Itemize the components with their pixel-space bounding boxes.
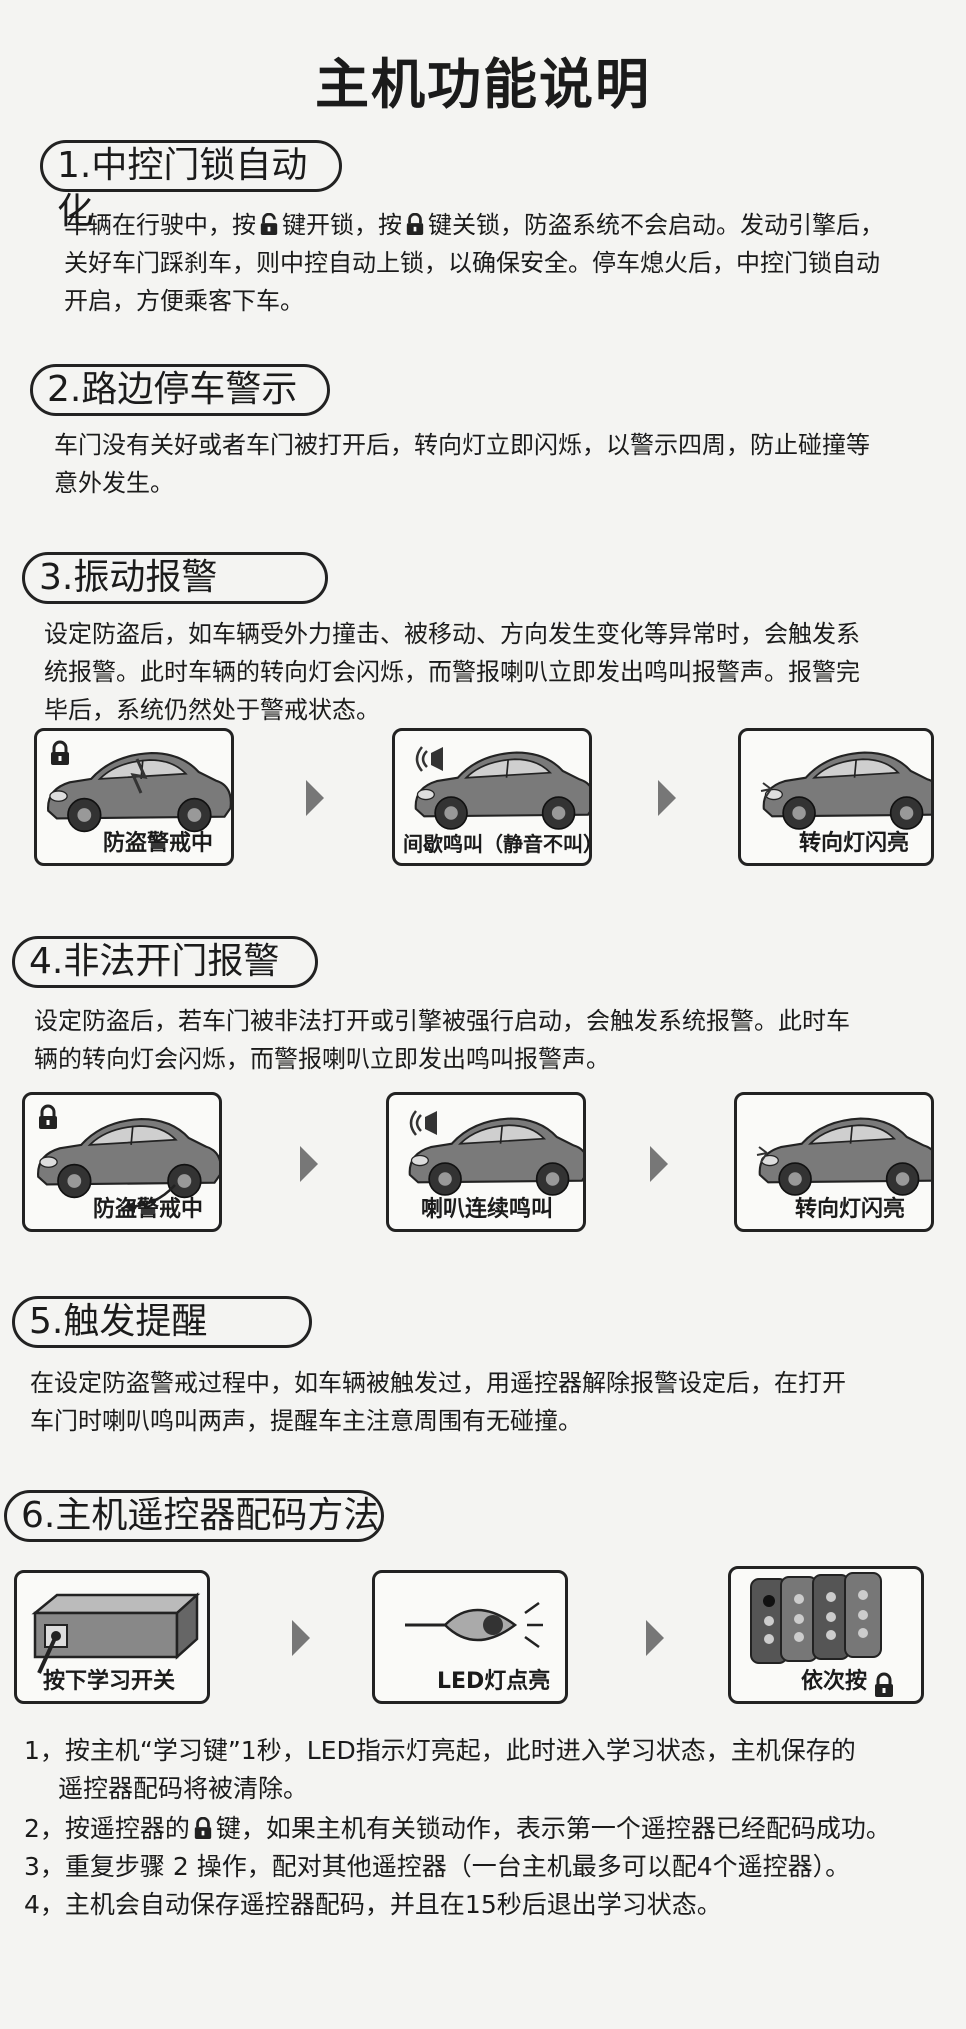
arrow-right-icon [306,780,324,816]
arrow-right-icon [658,780,676,816]
arrow-right-icon [646,1620,664,1656]
horn-icon [415,745,445,773]
lock-icon [49,740,71,767]
panel-horn-continuous: 喇叭连续鸣叫 [386,1092,586,1232]
section-5-heading: 5.触发提醒 [12,1296,312,1348]
step-3: 3，重复步骤 2 操作，配对其他遥控器（一台主机最多可以配4个遥控器）。 [24,1852,851,1881]
arrow-right-icon [300,1146,318,1182]
panel-armed: 防盗警戒中 [34,728,234,866]
section-6-heading: 6.主机遥控器配码方法 [4,1490,384,1542]
panel-caption: 喇叭连续鸣叫 [421,1197,554,1222]
panel-caption: 转向灯闪亮 [795,1197,906,1222]
panel-turn-signal: 转向灯闪亮 [738,728,934,866]
unlock-icon [259,213,279,237]
step-1: 1，按主机“学习键”1秒，LED指示灯亮起，此时进入学习状态，主机保存的遥控器配… [24,1736,856,1803]
panel-caption: 按下学习开关 [43,1669,176,1694]
host-unit-icon [31,1592,201,1674]
panel-intermittent-horn: 间歇鸣叫（静音不叫） [392,728,592,866]
panel-caption: 转向灯闪亮 [799,831,910,856]
panel-caption: 防盗警戒中 [93,1197,204,1222]
section-3-heading: 3.振动报警 [22,552,328,604]
section-1-text: 车辆在行驶中，按键开锁，按键关锁，防盗系统不会启动。发动引擎后， 关好车门踩刹车… [64,211,884,315]
remote-icon [750,1572,895,1699]
arrow-right-icon [292,1620,310,1656]
lock-icon [37,1104,59,1131]
panel-caption: 间歇鸣叫（静音不叫） [403,832,592,856]
panel-led: LED灯点亮 [372,1570,568,1704]
panel-turn-signal: 转向灯闪亮 [734,1092,934,1232]
panel-press-in-turn: 依次按 [728,1566,924,1704]
section-5-text: 在设定防盗警戒过程中，如车辆被触发过，用遥控器解除报警设定后，在打开 车门时喇叭… [30,1369,846,1435]
horn-icon [409,1109,439,1137]
arrow-right-icon [650,1146,668,1182]
section-1-heading: 1.中控门锁自动化 [40,140,342,232]
section-4-heading: 4.非法开门报警 [12,936,318,988]
section-4-text: 设定防盗后，若车门被非法打开或引擎被强行启动，会触发系统报警。此时车 辆的转向灯… [34,1007,850,1073]
led-icon [405,1601,543,1649]
panel-learn-switch: 按下学习开关 [14,1570,210,1704]
panel-armed: 防盗警戒中 [22,1092,222,1232]
lock-icon [193,1817,213,1841]
section-3-text: 设定防盗后，如车辆受外力撞击、被移动、方向发生变化等异常时，会触发系 统报警。此… [44,620,860,724]
step-4: 4，主机会自动保存遥控器配码，并且在15秒后退出学习状态。 [24,1890,722,1919]
section-2-heading: 2.路边停车警示 [30,364,330,416]
section-2-text: 车门没有关好或者车门被打开后，转向灯立即闪烁，以警示四周，防止碰撞等 意外发生。 [54,431,870,497]
panel-caption: 依次按 [801,1669,868,1694]
panel-caption: LED灯点亮 [437,1669,551,1694]
car-icon [47,740,231,833]
step-2: 2，按遥控器的键，如果主机有关锁动作，表示第一个遥控器已经配码成功。 [24,1814,891,1843]
car-icon [37,1104,219,1213]
panel-caption: 防盗警戒中 [103,831,214,856]
lock-icon [873,1672,895,1699]
page-title: 主机功能说明 [315,53,651,116]
lock-icon [405,213,425,237]
